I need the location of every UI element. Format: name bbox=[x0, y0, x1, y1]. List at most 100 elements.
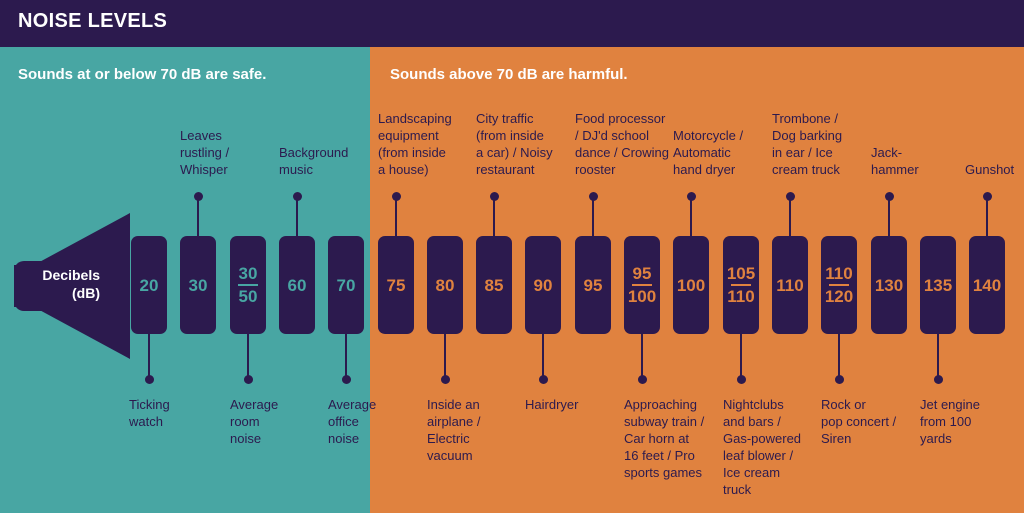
range-divider bbox=[829, 284, 849, 286]
connector-line bbox=[395, 196, 397, 236]
connector-dot bbox=[982, 191, 992, 201]
sound-label-line: rooster bbox=[575, 162, 616, 177]
harmful-zone-heading: Sounds above 70 dB are harmful. bbox=[390, 66, 628, 83]
connector-line bbox=[493, 196, 495, 236]
decibel-value: 60 bbox=[287, 275, 307, 295]
connector-line bbox=[888, 196, 890, 236]
sound-label-line: Dog barking bbox=[772, 128, 843, 143]
decibel-bar: 30 bbox=[180, 236, 216, 334]
range-divider bbox=[731, 284, 751, 286]
decibel-value: 95 bbox=[632, 264, 652, 283]
connector-dot bbox=[686, 191, 696, 201]
decibel-value: 95 bbox=[583, 275, 603, 295]
sound-label-line: / DJ'd school bbox=[575, 128, 650, 143]
sound-label-line: Rock or bbox=[821, 397, 866, 412]
decibel-value: 110 bbox=[727, 287, 755, 306]
decibel-value: 90 bbox=[533, 275, 553, 295]
connector-dot bbox=[440, 374, 450, 384]
sound-label-line: noise bbox=[230, 431, 262, 446]
sound-label-line: hand dryer bbox=[673, 162, 736, 177]
sound-label-line: a car) / Noisy bbox=[476, 145, 553, 160]
sound-label-line: 16 feet / Pro bbox=[624, 448, 695, 463]
connector-line bbox=[641, 334, 643, 379]
decibel-value: 75 bbox=[386, 275, 406, 295]
sound-label-line: Car horn at bbox=[624, 431, 690, 446]
decibel-bar: 70 bbox=[328, 236, 364, 334]
decibel-value: 110 bbox=[825, 264, 853, 283]
sound-label-line: a house) bbox=[378, 162, 429, 177]
sound-label-line: Background bbox=[279, 145, 349, 160]
sound-label-line: Automatic bbox=[673, 145, 731, 160]
sound-label: Jack-hammer bbox=[871, 144, 919, 178]
sound-label-line: Trombone / bbox=[772, 111, 838, 126]
sound-label-line: Nightclubs bbox=[723, 397, 784, 412]
decibel-bar: 85 bbox=[476, 236, 512, 334]
decibel-bar: 20 bbox=[131, 236, 167, 334]
connector-line bbox=[148, 334, 150, 379]
range-divider bbox=[632, 284, 652, 286]
connector-dot bbox=[341, 374, 351, 384]
connector-dot bbox=[391, 191, 401, 201]
connector-dot bbox=[588, 191, 598, 201]
decibel-value: 20 bbox=[139, 275, 159, 295]
sound-label-line: in ear / Ice bbox=[772, 145, 833, 160]
decibel-value: 70 bbox=[336, 275, 356, 295]
sound-label: Gunshot bbox=[965, 161, 1014, 178]
connector-dot bbox=[538, 374, 548, 384]
sound-label-line: office bbox=[328, 414, 359, 429]
sound-label: Ticking watch bbox=[129, 396, 170, 430]
connector-dot bbox=[884, 191, 894, 201]
decibel-value: 140 bbox=[972, 275, 1002, 295]
sound-label-line: Average bbox=[328, 397, 377, 412]
sound-label-line: Hairdryer bbox=[525, 397, 579, 412]
decibels-label: Decibels (dB) bbox=[18, 266, 100, 302]
decibel-bar: 75 bbox=[378, 236, 414, 334]
decibel-value: 105 bbox=[726, 264, 756, 283]
connector-dot bbox=[736, 374, 746, 384]
connector-dot bbox=[489, 191, 499, 201]
sound-label-line: sports games bbox=[624, 465, 703, 480]
decibel-value: 30 bbox=[188, 275, 208, 295]
sound-label: Hairdryer bbox=[525, 396, 578, 413]
decibel-value: 135 bbox=[923, 275, 953, 295]
connector-line bbox=[789, 196, 791, 236]
decibel-bar: 80 bbox=[427, 236, 463, 334]
decibel-value: 120 bbox=[824, 287, 854, 306]
sound-label-line: watch bbox=[129, 414, 163, 429]
sound-label-line: cream truck bbox=[772, 162, 840, 177]
sound-label-line: Gunshot bbox=[965, 162, 1015, 177]
speaker-icon bbox=[14, 213, 130, 359]
sound-label-line: Ticking bbox=[129, 397, 170, 412]
sound-label-line: Approaching bbox=[624, 397, 697, 412]
connector-line bbox=[444, 334, 446, 379]
sound-label-line: Average bbox=[230, 397, 279, 412]
sound-label-line: Ice cream bbox=[723, 465, 781, 480]
sound-label-line: Whisper bbox=[180, 162, 228, 177]
decibel-bar: 130 bbox=[871, 236, 907, 334]
decibel-bar: 110 bbox=[772, 236, 808, 334]
connector-dot bbox=[292, 191, 302, 201]
connector-line bbox=[197, 196, 199, 236]
sound-label-line: Leaves bbox=[180, 128, 222, 143]
sound-label-line: Inside an bbox=[427, 397, 480, 412]
connector-line bbox=[838, 334, 840, 379]
connector-dot bbox=[144, 374, 154, 384]
safe-zone-heading: Sounds at or below 70 dB are safe. bbox=[18, 66, 267, 83]
connector-line bbox=[937, 334, 939, 379]
sound-label: Trombone / Dog barking in ear / Ice cream t… bbox=[772, 110, 842, 178]
sound-label-line: Gas-powered bbox=[723, 431, 802, 446]
connector-line bbox=[247, 334, 249, 379]
header-bar: NOISE LEVELS bbox=[0, 0, 1024, 47]
